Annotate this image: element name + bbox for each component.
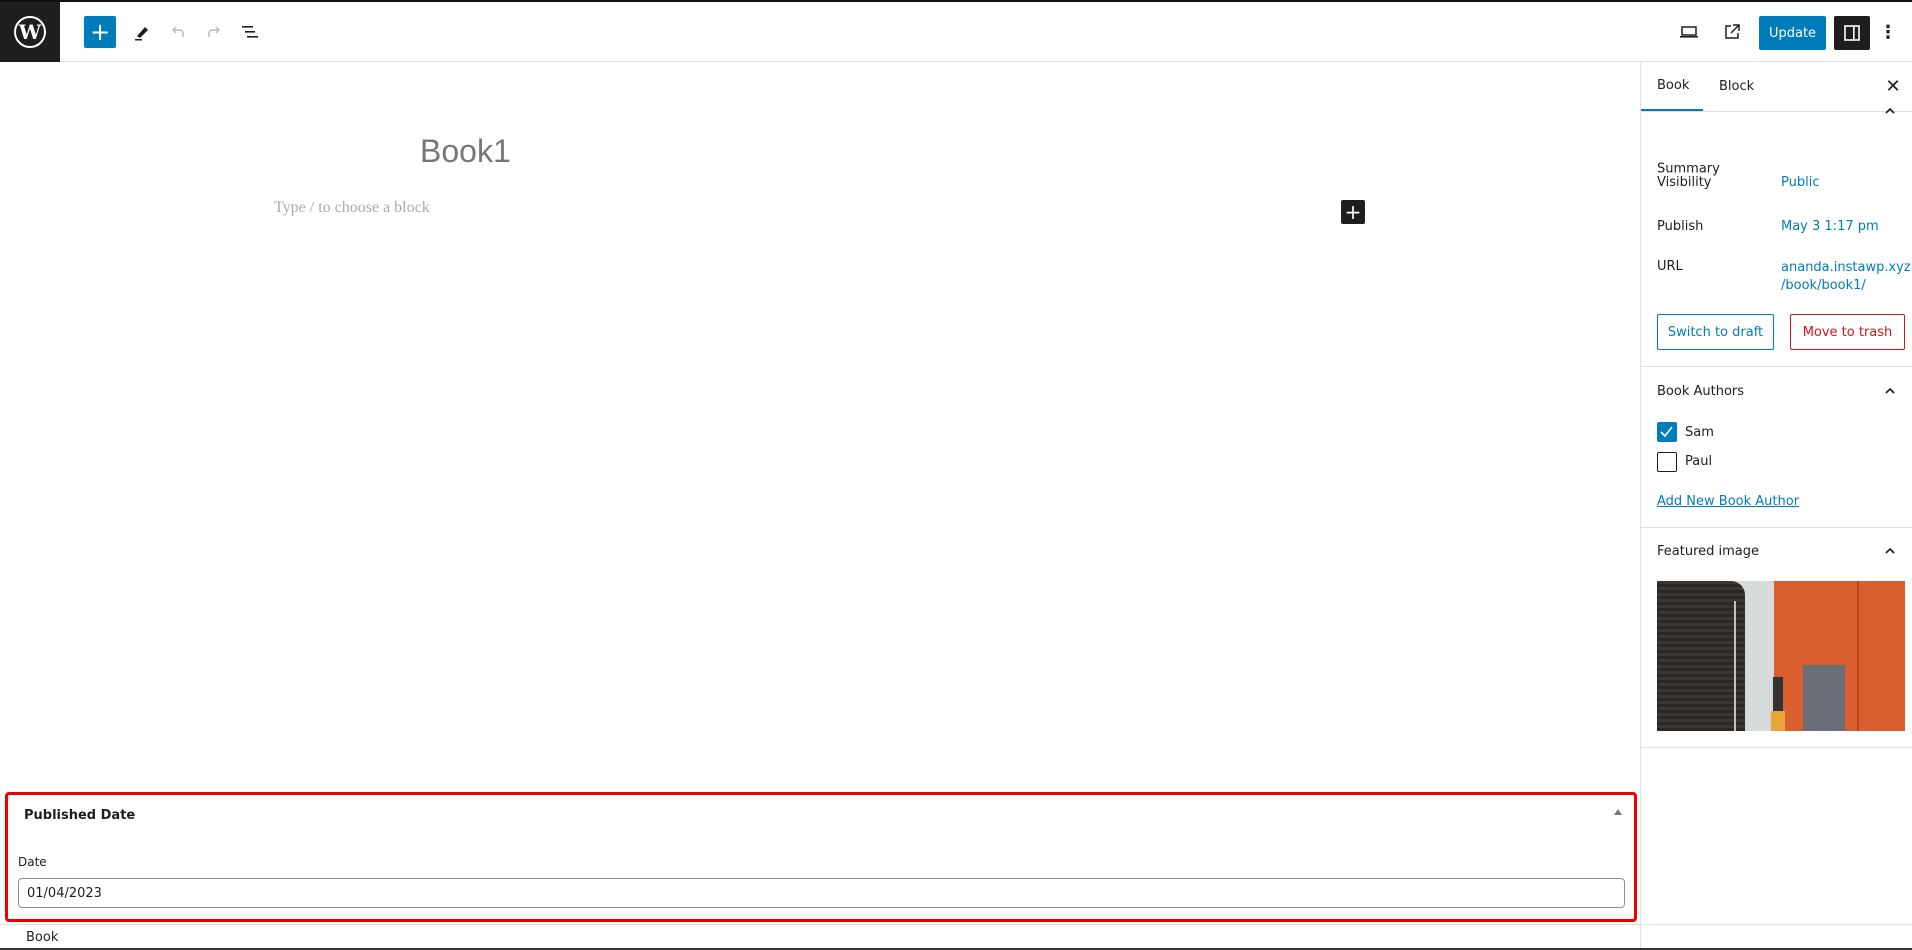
block-placeholder[interactable]: Type / to choose a block (274, 199, 430, 216)
publish-label: Publish (1657, 219, 1704, 234)
chevron-up-icon[interactable] (1883, 384, 1897, 398)
document-overview-button[interactable] (238, 18, 262, 46)
view-post-button[interactable] (1719, 18, 1745, 46)
chevron-up-icon[interactable] (1883, 104, 1897, 118)
image-dark-wall (1657, 581, 1745, 731)
image-person (1773, 677, 1783, 731)
divider (1641, 366, 1912, 367)
settings-sidebar: Book Block ✕ Summary Visibility Public P… (1640, 62, 1912, 950)
move-to-trash-button[interactable]: Move to trash (1790, 314, 1905, 350)
settings-toggle-button[interactable] (1834, 16, 1870, 50)
author-paul-checkbox[interactable] (1657, 452, 1677, 472)
checkmark-icon (1660, 426, 1673, 438)
metabox-title[interactable]: Published Date (24, 808, 136, 823)
top-toolbar: W + Update ⋮ (0, 0, 1912, 62)
book-authors-panel-title[interactable]: Book Authors (1657, 384, 1745, 399)
author-paul-label[interactable]: Paul (1685, 454, 1713, 469)
tools-button[interactable] (130, 18, 154, 46)
redo-button[interactable] (202, 18, 226, 46)
image-wall-seam (1857, 581, 1859, 731)
summary-panel-title[interactable]: Summary (1657, 161, 1720, 177)
pencil-icon (135, 27, 148, 41)
author-sam-label[interactable]: Sam (1685, 425, 1714, 440)
published-date-metabox: Published Date Date 01/04/2023 (5, 792, 1637, 922)
switch-to-draft-button[interactable]: Switch to draft (1657, 314, 1774, 350)
wordpress-logo-button[interactable]: W (0, 2, 60, 62)
plus-icon: + (1344, 200, 1362, 224)
collapse-triangle-icon[interactable] (1614, 809, 1622, 815)
undo-button[interactable] (166, 18, 190, 46)
breadcrumb-item[interactable]: Book (26, 930, 59, 945)
url-value[interactable]: ananda.instawp.xyz /book/book1/ (1781, 259, 1911, 295)
image-tree (1734, 601, 1736, 731)
date-field-label: Date (18, 855, 47, 869)
desktop-icon (1680, 26, 1698, 38)
undo-icon (171, 26, 184, 37)
preview-button[interactable] (1676, 18, 1702, 46)
publish-date-value[interactable]: May 3 1:17 pm (1781, 219, 1879, 234)
options-button[interactable]: ⋮ (1878, 18, 1898, 46)
sidebar-icon (1844, 25, 1860, 41)
update-button[interactable]: Update (1759, 16, 1826, 50)
add-block-button[interactable]: + (84, 16, 116, 48)
footer-breadcrumb-bar: Book (0, 924, 1912, 950)
chevron-up-icon[interactable] (1883, 544, 1897, 558)
featured-image-panel-title[interactable]: Featured image (1657, 544, 1760, 559)
image-door (1803, 665, 1845, 731)
more-vertical-icon: ⋮ (1879, 21, 1897, 43)
visibility-label: Visibility (1657, 175, 1712, 190)
plus-icon: + (89, 18, 111, 46)
post-title[interactable]: Book1 (420, 133, 511, 169)
url-path[interactable]: /book/book1/ (1781, 278, 1866, 293)
tab-book[interactable]: Book (1641, 62, 1703, 111)
featured-image[interactable] (1657, 581, 1905, 731)
add-new-book-author-link[interactable]: Add New Book Author (1657, 494, 1800, 509)
divider (1641, 111, 1912, 112)
date-input[interactable]: 01/04/2023 (18, 878, 1625, 908)
wordpress-icon: W (14, 16, 46, 48)
inline-add-block-button[interactable]: + (1341, 200, 1365, 224)
image-person-legs (1771, 711, 1785, 731)
divider (1641, 747, 1912, 748)
close-icon: ✕ (1885, 75, 1901, 97)
url-label: URL (1657, 259, 1683, 274)
tab-block[interactable]: Block (1719, 79, 1755, 94)
external-link-icon (1725, 24, 1740, 39)
close-sidebar-button[interactable]: ✕ (1881, 74, 1905, 98)
divider (1641, 527, 1912, 528)
redo-icon (208, 26, 221, 37)
url-host[interactable]: ananda.instawp.xyz (1781, 260, 1911, 275)
visibility-value[interactable]: Public (1781, 175, 1820, 190)
author-sam-checkbox[interactable] (1657, 422, 1677, 442)
list-view-icon (242, 26, 258, 38)
